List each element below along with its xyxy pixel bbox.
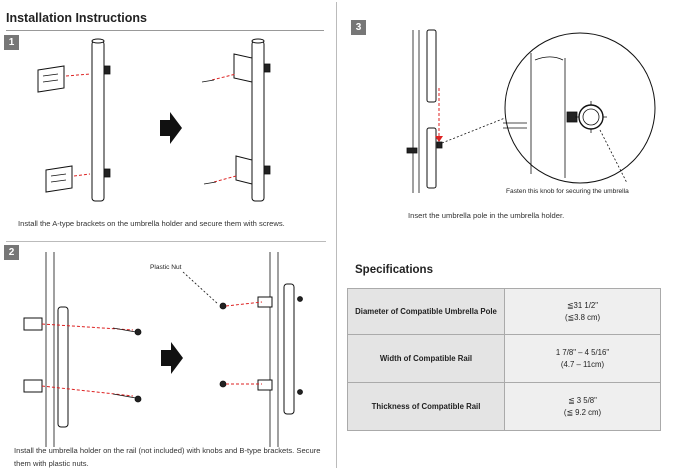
spec-value-line: (≦ 9.2 cm) bbox=[563, 407, 602, 417]
spec-value-line: ≦ 3 5/8" bbox=[568, 395, 597, 405]
step-3-caption: Insert the umbrella pole in the umbrella… bbox=[408, 211, 565, 220]
column-divider bbox=[336, 2, 337, 468]
spec-value-line: 1 7/8" – 4 5/16" bbox=[555, 347, 610, 357]
step-1-badge: 1 bbox=[4, 35, 19, 50]
page-title: Installation Instructions bbox=[6, 11, 147, 25]
spec-value-line: ≦31 1/2" bbox=[567, 300, 598, 310]
knob-icon bbox=[575, 101, 607, 133]
arrow-right-icon bbox=[161, 342, 183, 374]
step-divider bbox=[6, 241, 326, 242]
step-3-illustration bbox=[406, 29, 656, 193]
table-row: Width of Compatible Rail 1 7/8" – 4 5/16… bbox=[347, 334, 661, 383]
plastic-nut-callout: Plastic Nut bbox=[150, 264, 182, 271]
step-1-caption: Install the A-type brackets on the umbre… bbox=[18, 219, 285, 228]
spec-label: Width of Compatible Rail bbox=[347, 334, 505, 383]
step-2-illustration bbox=[23, 252, 303, 447]
a-type-bracket-upper bbox=[37, 65, 65, 93]
arrow-right-icon bbox=[160, 112, 182, 144]
specifications-title: Specifications bbox=[355, 264, 433, 276]
title-underline bbox=[6, 30, 324, 31]
table-row: Thickness of Compatible Rail ≦ 3 5/8" (≦… bbox=[347, 382, 661, 431]
spec-value: ≦ 3 5/8" (≦ 9.2 cm) bbox=[504, 382, 661, 431]
spec-value-line: (≦3.8 cm) bbox=[564, 312, 601, 322]
spec-value: ≦31 1/2" (≦3.8 cm) bbox=[504, 288, 661, 335]
step-3-badge: 3 bbox=[351, 20, 366, 35]
step-1-illustration bbox=[37, 38, 271, 202]
spec-value: 1 7/8" – 4 5/16" (4.7 – 11cm) bbox=[504, 334, 661, 383]
table-row: Diameter of Compatible Umbrella Pole ≦31… bbox=[347, 288, 661, 335]
spec-label: Thickness of Compatible Rail bbox=[347, 382, 505, 431]
spec-value-line: (4.7 – 11cm) bbox=[560, 359, 605, 369]
step-2-badge: 2 bbox=[4, 245, 19, 260]
step-2-caption: Install the umbrella holder on the rail … bbox=[14, 446, 321, 468]
knob-callout: Fasten this knob for securing the umbrel… bbox=[506, 188, 629, 195]
spec-label: Diameter of Compatible Umbrella Pole bbox=[347, 288, 505, 335]
specifications-table: Diameter of Compatible Umbrella Pole ≦31… bbox=[347, 288, 661, 431]
a-type-bracket-lower bbox=[45, 165, 73, 193]
